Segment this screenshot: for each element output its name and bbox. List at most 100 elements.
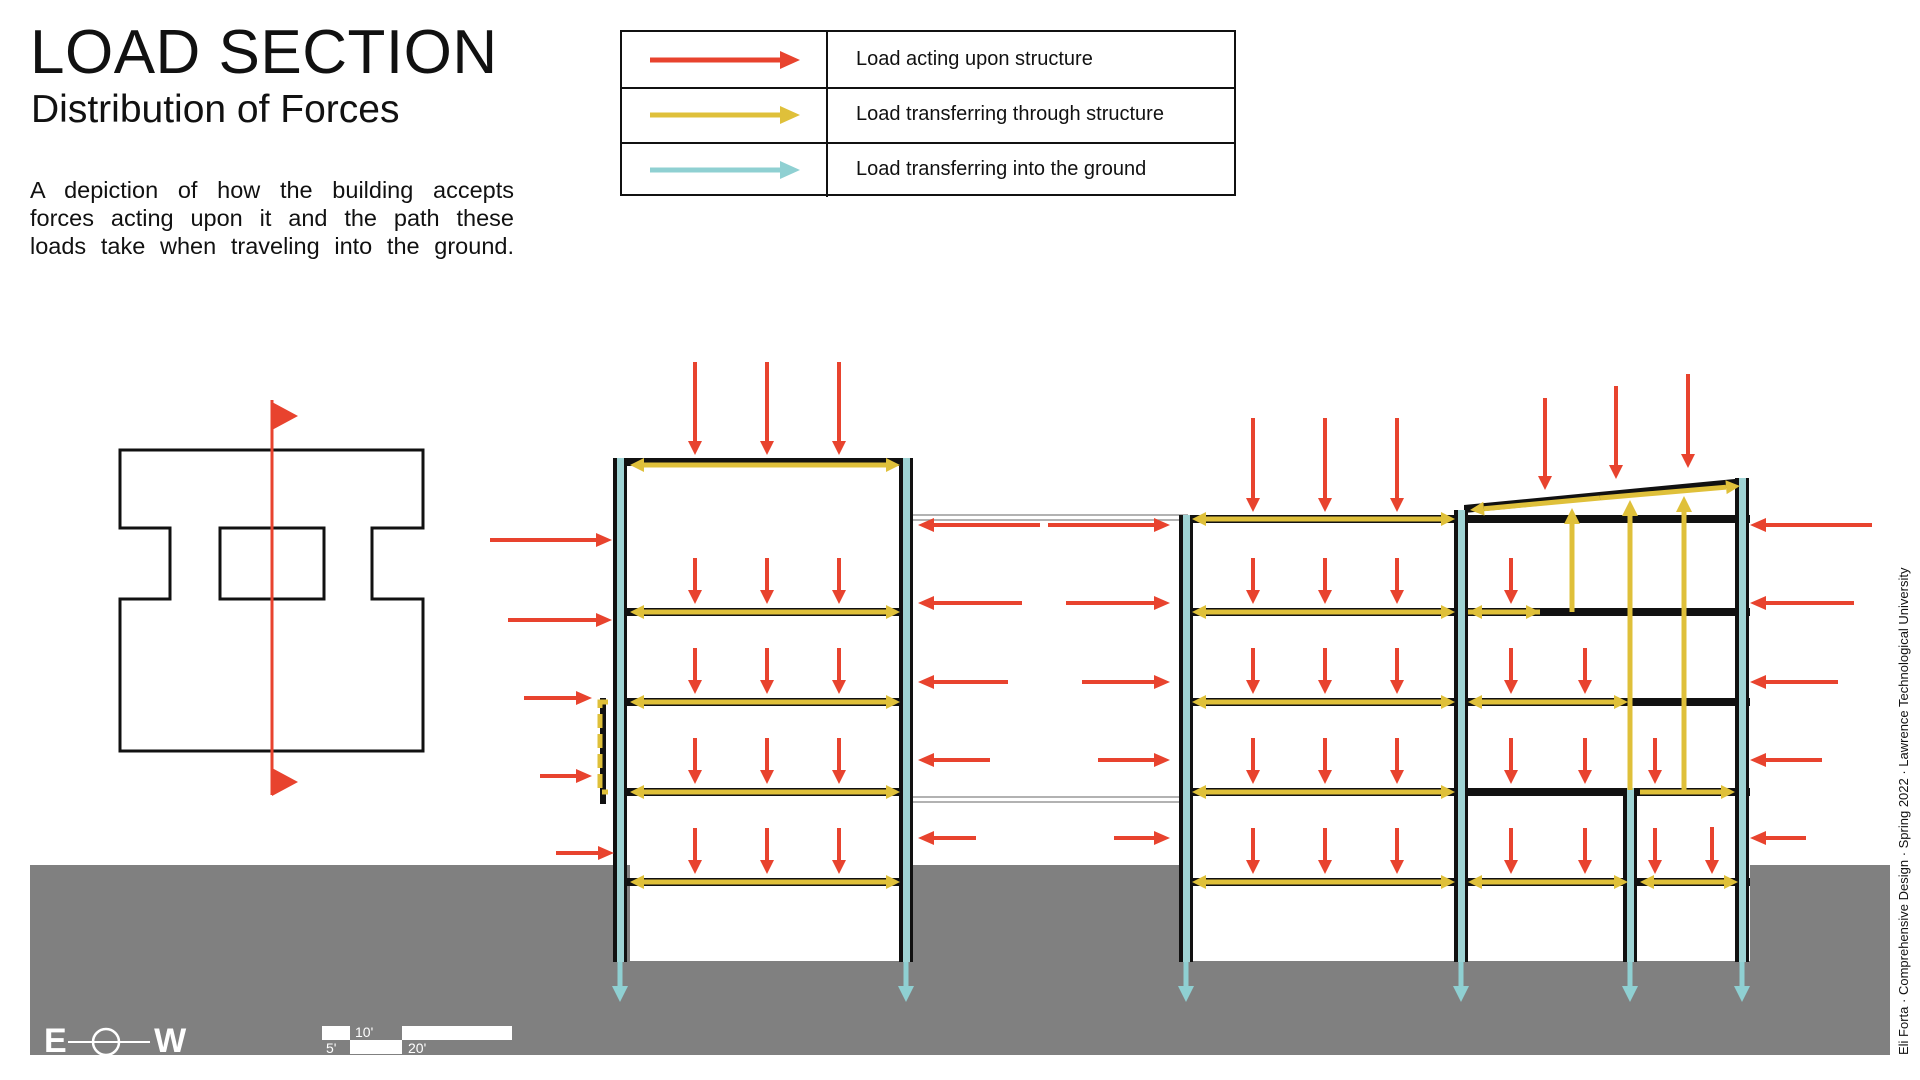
legend-label: Load transferring through structure: [856, 103, 1164, 125]
transfer-arrow-head: [1640, 875, 1654, 889]
ground-load-arrow-head: [612, 986, 628, 1002]
applied-load-arrow-head: [1390, 770, 1404, 784]
yellow-arrow-icon: [650, 106, 800, 124]
applied-load-arrow-head: [1246, 498, 1260, 512]
applied-load-arrow-head: [1705, 860, 1719, 874]
east-label: E: [44, 1022, 67, 1060]
transfer-arrow-head: [1468, 875, 1482, 889]
applied-load-arrow-head: [832, 441, 846, 455]
applied-load-arrow-head: [1538, 476, 1552, 490]
legend-row-transfer-load: Load transferring through structure: [622, 87, 1234, 144]
applied-load-arrow-head: [596, 533, 612, 547]
compass-labels: E W: [44, 1022, 186, 1061]
transfer-arrow-head: [886, 458, 900, 472]
transfer-arrow-head: [1441, 605, 1455, 619]
applied-load-arrow-head: [688, 770, 702, 784]
applied-load-arrow-head: [1246, 590, 1260, 604]
transfer-arrow-head: [1468, 605, 1482, 619]
transfer-arrow-head: [1468, 695, 1482, 709]
applied-load-arrow-head: [918, 831, 934, 845]
applied-load-arrow-head: [1504, 590, 1518, 604]
applied-load-arrow-head: [760, 860, 774, 874]
applied-load-arrow-head: [1578, 860, 1592, 874]
transfer-arrow-head: [886, 875, 900, 889]
transfer-arrow-head: [1614, 695, 1628, 709]
east-west-compass-icon: [68, 1027, 150, 1057]
column: [1627, 788, 1634, 962]
applied-load-arrow-head: [1750, 831, 1766, 845]
transfer-arrow-head: [886, 785, 900, 799]
transfer-arrow-head: [630, 605, 644, 619]
applied-load-arrow-head: [1154, 753, 1170, 767]
transfer-arrow-head: [1564, 508, 1580, 524]
red-arrow-icon: [650, 51, 800, 69]
applied-load-arrow-head: [1318, 498, 1332, 512]
column: [1183, 515, 1190, 962]
applied-load-arrow-head: [1750, 518, 1766, 532]
applied-load-arrows: [490, 362, 1872, 874]
legend: Load acting upon structure Load transfer…: [620, 30, 1236, 197]
transfer-arrow-head: [1441, 512, 1455, 526]
applied-load-arrow-head: [760, 441, 774, 455]
transfer-arrow-head: [1725, 480, 1740, 495]
transfer-arrow-head: [630, 695, 644, 709]
applied-load-arrow-head: [1154, 831, 1170, 845]
scale-label-20: 20': [408, 1040, 427, 1056]
transfer-arrow-head: [1441, 695, 1455, 709]
applied-load-arrow-head: [918, 596, 934, 610]
applied-load-arrow-head: [1318, 680, 1332, 694]
description-line: forces acting upon it and the path these: [30, 205, 514, 231]
credit-line: Eli Forta · Comprehensive Design · Sprin…: [1896, 567, 1911, 1056]
transfer-arrow-head: [1192, 785, 1206, 799]
applied-load-arrow-head: [1390, 498, 1404, 512]
applied-load-arrow-head: [1504, 680, 1518, 694]
transfer-arrow-head: [1470, 501, 1485, 516]
transfer-arrow: [1483, 495, 1601, 512]
legend-label: Load acting upon structure: [856, 48, 1093, 70]
section-cut-key-plan-icon: [118, 400, 425, 796]
applied-load-arrow-head: [1578, 770, 1592, 784]
transfer-arrow-head: [1441, 875, 1455, 889]
west-label: W: [154, 1022, 187, 1060]
description-line: loads take when traveling into the groun…: [30, 233, 514, 259]
columns: [612, 458, 1750, 1002]
applied-load-arrow-head: [832, 680, 846, 694]
transfer-arrow-head: [1676, 496, 1692, 512]
transfer-arrow-head: [1192, 605, 1206, 619]
applied-load-arrow-head: [1681, 454, 1695, 468]
applied-load-arrow-head: [918, 675, 934, 689]
applied-load-arrow-head: [688, 441, 702, 455]
facade-panel: [600, 698, 606, 804]
applied-load-arrow-head: [1154, 518, 1170, 532]
applied-load-arrow-head: [1390, 680, 1404, 694]
applied-load-arrow-head: [1750, 596, 1766, 610]
floor-slab: [624, 458, 908, 466]
page-title: LOAD SECTION: [30, 18, 498, 87]
legend-label: Load transferring into the ground: [856, 158, 1147, 180]
applied-load-arrow-head: [1246, 860, 1260, 874]
applied-load-arrow-head: [688, 860, 702, 874]
applied-load-arrow-head: [1648, 770, 1662, 784]
applied-load-arrow-head: [1154, 675, 1170, 689]
transfer-arrow-head: [886, 605, 900, 619]
column: [1458, 510, 1465, 962]
applied-load-arrow-head: [1154, 596, 1170, 610]
ground-load-arrow-head: [898, 986, 914, 1002]
applied-load-arrow-head: [576, 769, 592, 783]
applied-load-arrow-head: [832, 860, 846, 874]
ground-load-arrow-head: [1178, 986, 1194, 1002]
applied-load-arrow-head: [1504, 860, 1518, 874]
applied-load-arrow-head: [760, 680, 774, 694]
applied-load-arrow-head: [1578, 680, 1592, 694]
column: [1739, 478, 1746, 962]
applied-load-arrow-head: [918, 753, 934, 767]
transfer-arrow-head: [630, 875, 644, 889]
applied-load-arrow-head: [1318, 770, 1332, 784]
applied-load-arrow-head: [1390, 860, 1404, 874]
transfer-arrow-head: [1192, 695, 1206, 709]
ground-load-arrow-head: [1734, 986, 1750, 1002]
transfer-arrow-head: [1614, 875, 1628, 889]
applied-load-arrow-head: [760, 590, 774, 604]
transfer-arrow-head: [1441, 785, 1455, 799]
